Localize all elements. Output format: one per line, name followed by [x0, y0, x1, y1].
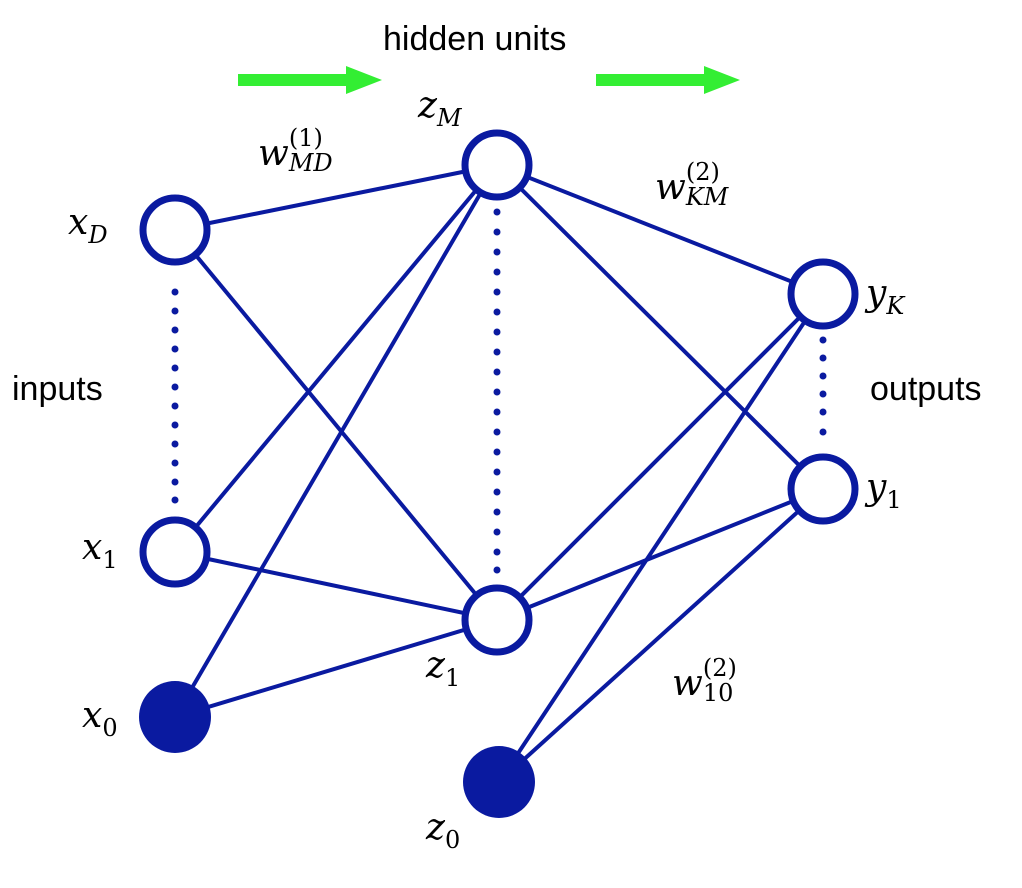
node-z1 [461, 584, 533, 656]
flow-arrows [238, 66, 740, 94]
label-y1: y1 [866, 467, 902, 514]
connections [173, 163, 825, 784]
node-x1 [139, 516, 211, 588]
label-z0: z0 [426, 807, 461, 854]
edge-z0-yK [497, 292, 825, 784]
label-w2-10: w(2)10 [672, 654, 737, 708]
node-z0 [463, 746, 535, 818]
node-y1 [787, 453, 859, 525]
edge-x0-zM [173, 163, 499, 719]
hidden-ellipsis [493, 208, 501, 574]
inputs-label: inputs [12, 370, 103, 408]
edge-x1-z1 [174, 550, 498, 622]
label-yK: yK [866, 273, 905, 320]
node-zM [461, 129, 533, 201]
hidden-units-label: hidden units [383, 20, 567, 58]
node-xD [139, 194, 211, 266]
label-x1: x1 [82, 527, 118, 574]
outputs-label: outputs [870, 370, 982, 408]
edge-z0-y1 [497, 487, 825, 784]
label-zM: zM [418, 85, 462, 132]
arrow-right [596, 66, 740, 94]
input-ellipsis [171, 288, 179, 504]
edge-x0-z1 [174, 618, 498, 719]
output-ellipsis [819, 336, 827, 436]
label-xD: xD [68, 202, 108, 249]
nodes [139, 129, 859, 818]
edge-x1-zM [173, 163, 499, 554]
arrow-left [238, 66, 382, 94]
edge-z1-y1 [496, 487, 824, 622]
ellipsis-dots [171, 208, 827, 574]
label-w2-KM: w(2)KM [655, 158, 729, 212]
edge-zM-yK [496, 163, 824, 296]
edge-xD-zM [174, 163, 498, 232]
edge-z1-yK [495, 292, 825, 622]
label-x0: x0 [82, 695, 118, 742]
label-z1: z1 [426, 645, 461, 692]
edge-zM-y1 [495, 163, 825, 491]
node-x0 [139, 681, 211, 753]
edge-xD-z1 [173, 228, 499, 622]
label-w1-MD: w(1)MD [258, 124, 333, 178]
node-yK [787, 258, 859, 330]
